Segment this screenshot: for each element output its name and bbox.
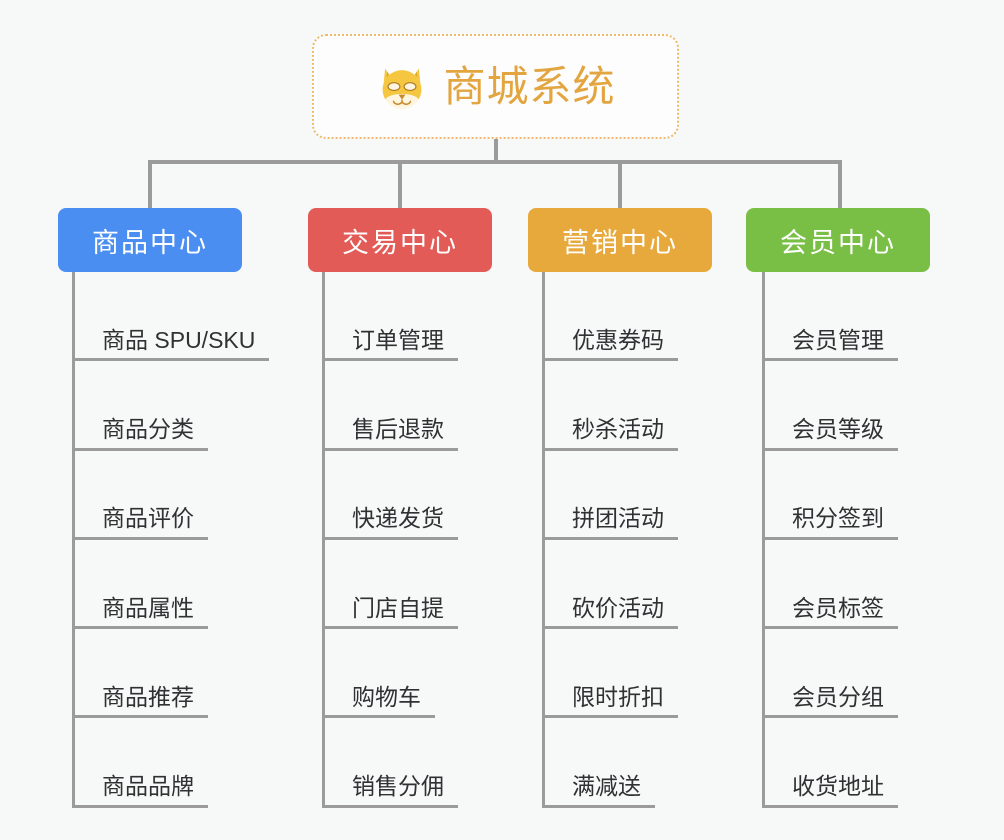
branch-box-member-center[interactable]: 会员中心 [746,208,930,272]
leaf-item[interactable]: 商品属性 [72,540,269,630]
leaf-item[interactable]: 秒杀活动 [542,361,678,451]
leaf-item[interactable]: 会员标签 [762,540,898,630]
dog-face-icon [375,60,429,114]
leaf-item[interactable]: 会员管理 [762,272,898,362]
leaf-label: 快递发货 [322,505,458,540]
leaf-label: 购物车 [322,684,435,719]
leaf-item[interactable]: 商品 SPU/SKU [72,272,270,362]
leaf-label: 商品评价 [72,505,208,540]
branch-label: 交易中心 [342,227,458,258]
leaf-column-member-center: 会员管理 会员等级 积分签到 会员标签 会员分组 收货地址 [762,272,898,808]
leaf-column-product-center: 商品 SPU/SKU 商品分类 商品评价 商品属性 商品推荐 商品品牌 [72,272,270,808]
branch-box-marketing-center[interactable]: 营销中心 [528,208,712,272]
leaf-item[interactable]: 限时折扣 [542,629,678,719]
leaf-label: 秒杀活动 [542,416,678,451]
leaf-item[interactable]: 销售分佣 [322,718,458,808]
leaf-item[interactable]: 收货地址 [762,718,898,808]
leaf-item[interactable]: 积分签到 [762,451,898,540]
leaf-item[interactable]: 商品推荐 [72,629,269,719]
leaf-item[interactable]: 商品评价 [72,451,269,540]
leaf-item[interactable]: 拼团活动 [542,451,678,540]
leaf-item[interactable]: 购物车 [322,629,458,719]
leaf-label: 满减送 [542,773,655,808]
connector-drop-marketing-center [618,160,622,208]
leaf-label: 商品品牌 [72,773,208,808]
leaf-label: 会员标签 [762,595,898,630]
leaf-label: 销售分佣 [322,773,458,808]
leaf-label: 优惠券码 [542,327,678,362]
leaf-item[interactable]: 商品分类 [72,361,269,451]
leaf-item[interactable]: 优惠券码 [542,272,678,362]
leaf-item[interactable]: 门店自提 [322,540,458,630]
leaf-label: 积分签到 [762,505,898,540]
leaf-column-marketing-center: 优惠券码 秒杀活动 拼团活动 砍价活动 限时折扣 满减送 [542,272,678,808]
leaf-label: 会员管理 [762,327,898,362]
leaf-item[interactable]: 快递发货 [322,451,458,540]
leaf-label: 拼团活动 [542,505,678,540]
leaf-label: 订单管理 [322,327,458,362]
leaf-label: 限时折扣 [542,684,678,719]
connector-root-stem [494,139,498,163]
leaf-label: 商品分类 [72,416,208,451]
leaf-label: 商品推荐 [72,684,208,719]
connector-drop-member-center [838,160,842,208]
leaf-item[interactable]: 满减送 [542,718,678,808]
leaf-item[interactable]: 商品品牌 [72,718,269,808]
branch-label: 营销中心 [562,227,678,258]
leaf-item[interactable]: 售后退款 [322,361,458,451]
branch-box-product-center[interactable]: 商品中心 [58,208,242,272]
leaf-label: 会员等级 [762,416,898,451]
leaf-label: 门店自提 [322,595,458,630]
leaf-item[interactable]: 订单管理 [322,272,458,362]
connector-bus [150,160,840,164]
leaf-item[interactable]: 会员分组 [762,629,898,719]
branch-label: 会员中心 [780,227,896,258]
leaf-label: 售后退款 [322,416,458,451]
leaf-item[interactable]: 砍价活动 [542,540,678,630]
leaf-label: 商品属性 [72,595,208,630]
root-node[interactable]: 商城系统 [312,34,679,139]
branch-box-trade-center[interactable]: 交易中心 [308,208,492,272]
connector-drop-product-center [148,160,152,208]
root-title: 商城系统 [443,62,616,110]
leaf-label: 会员分组 [762,684,898,719]
leaf-label: 收货地址 [762,773,898,808]
leaf-column-trade-center: 订单管理 售后退款 快递发货 门店自提 购物车 销售分佣 [322,272,458,808]
leaf-label: 商品 SPU/SKU [72,327,270,362]
connector-drop-trade-center [398,160,402,208]
leaf-item[interactable]: 会员等级 [762,361,898,451]
branch-label: 商品中心 [92,227,208,258]
leaf-label: 砍价活动 [542,595,678,630]
